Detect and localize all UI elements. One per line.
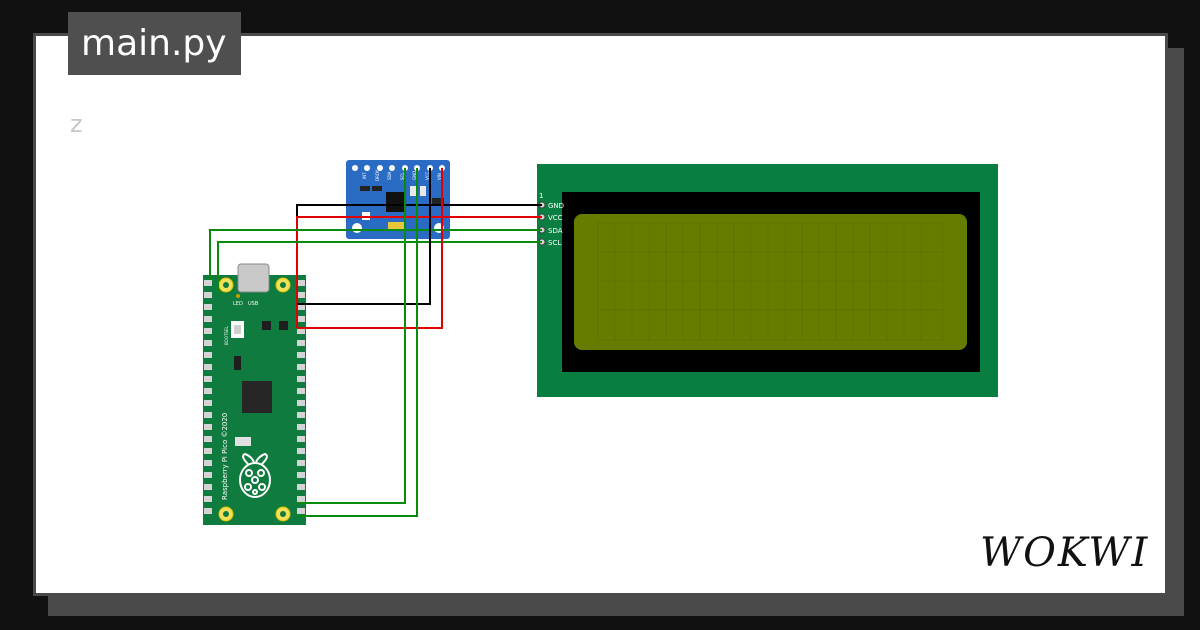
sensor-module[interactable]: INT DRDY SDA SCL GND VCC VIN	[346, 160, 450, 239]
sensor-smd-5	[432, 198, 444, 204]
svg-text:DRDY: DRDY	[375, 169, 380, 181]
pico-right-pins	[297, 280, 305, 514]
pico-usb-label: USB	[248, 301, 259, 307]
raspberry-logo-icon	[239, 452, 271, 498]
sensor-chip	[386, 192, 406, 212]
wire-red-sensor-vin[interactable]	[297, 168, 443, 329]
sensor-smd-2	[372, 186, 382, 191]
pico-smd-c	[234, 356, 241, 370]
rp2040-chip	[242, 381, 272, 413]
pico-flash	[235, 437, 251, 446]
pico-left-pins	[204, 280, 212, 514]
lcd-character-grid	[597, 222, 944, 341]
lcd-screen	[574, 214, 967, 350]
pico-led-label: LED	[233, 301, 243, 307]
pico-smd-b	[279, 321, 288, 330]
svg-text:VIN: VIN	[437, 173, 442, 180]
sensor-smd-3	[410, 186, 416, 196]
svg-text:VCC: VCC	[425, 171, 430, 180]
wokwi-logo-text: WOKWI	[980, 530, 1148, 574]
lcd-label-sda: SDA	[548, 227, 563, 235]
wires	[209, 168, 542, 517]
lcd-label-vcc: VCC	[548, 214, 563, 222]
sensor-smd-1	[360, 186, 370, 191]
lcd-label-scl: SCL	[548, 239, 561, 247]
wire-red-lcd-vcc[interactable]	[296, 216, 542, 328]
project-letter: z	[70, 110, 83, 138]
lcd-display[interactable]: 1 GND VCC SDA SCL	[537, 164, 998, 397]
led-indicator	[236, 294, 240, 298]
wokwi-logo: WOKWI	[980, 530, 1148, 574]
svg-text:SDA: SDA	[387, 171, 392, 180]
wire-black-sensor-gnd[interactable]	[297, 168, 431, 305]
pico-smd-a	[262, 321, 271, 330]
sensor-pin-labels: INT DRDY SDA SCL GND VCC VIN	[362, 169, 442, 181]
raspberry-pi-pico[interactable]: LED USB BOOTSEL Raspberry Pi Pico ©2020	[203, 263, 306, 525]
svg-text:GND: GND	[412, 171, 417, 180]
mount-hole-left	[352, 223, 362, 233]
sensor-pin-row	[352, 165, 445, 171]
pico-bootsel-label: BOOTSEL	[224, 326, 229, 345]
wire-green-lcd-sda[interactable]	[209, 229, 542, 280]
lcd-label-gnd: GND	[548, 202, 564, 210]
pico-board-name: Raspberry Pi Pico ©2020	[221, 413, 229, 500]
lcd-pin-one-label: 1	[539, 192, 543, 200]
svg-text:SCL: SCL	[400, 172, 405, 180]
sensor-crystal	[388, 222, 404, 229]
wire-green-sensor-scl[interactable]	[297, 168, 418, 517]
wire-green-lcd-scl[interactable]	[217, 241, 542, 292]
file-tab[interactable]: main.py	[68, 12, 241, 75]
sensor-smd-4	[420, 186, 426, 196]
usb-connector	[237, 263, 270, 293]
wire-green-sensor-sda[interactable]	[297, 168, 406, 504]
svg-text:INT: INT	[362, 172, 367, 179]
